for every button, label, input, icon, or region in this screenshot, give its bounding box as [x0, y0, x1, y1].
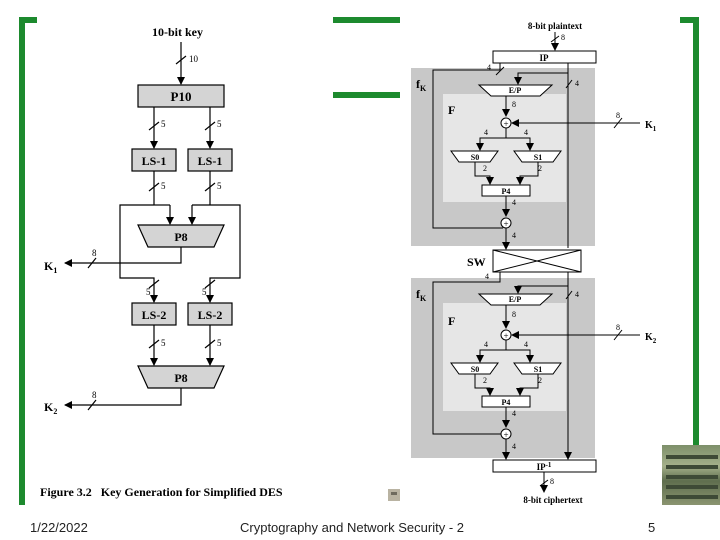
svg-text:8: 8 [512, 100, 516, 109]
svg-text:LS-2: LS-2 [198, 308, 223, 322]
svg-text:5: 5 [217, 119, 222, 129]
svg-text:8: 8 [92, 248, 97, 258]
f-label-1: F [448, 103, 455, 117]
svg-text:4: 4 [487, 63, 491, 72]
svg-text:4: 4 [484, 340, 488, 349]
svg-text:2: 2 [483, 376, 487, 385]
fk-label-1: fK [416, 77, 427, 93]
key-label: 10-bit key [152, 25, 203, 39]
p8-box-1 [137, 224, 225, 248]
svg-text:4: 4 [485, 272, 489, 281]
ep-box-2 [477, 293, 554, 306]
slide-frame [19, 17, 699, 505]
svg-text:5: 5 [161, 181, 166, 191]
s1-box-1 [513, 150, 562, 163]
svg-text:P8: P8 [174, 230, 187, 244]
plaintext-label: 8-bit plaintext [528, 21, 582, 31]
svg-text:4: 4 [575, 290, 579, 299]
svg-text:4: 4 [512, 198, 516, 207]
s1-box-2 [513, 362, 562, 375]
svg-text:P4: P4 [502, 398, 511, 407]
svg-text:4: 4 [575, 79, 579, 88]
svg-text:8: 8 [616, 111, 620, 120]
svg-text:5: 5 [202, 287, 207, 297]
k2-label: K2 [44, 400, 57, 416]
svg-text:2: 2 [538, 376, 542, 385]
svg-text:S0: S0 [471, 153, 479, 162]
svg-text:5: 5 [146, 287, 151, 297]
svg-text:2: 2 [538, 164, 542, 173]
svg-text:P4: P4 [502, 187, 511, 196]
fk-label-2: fK [416, 287, 427, 303]
sw-label: SW [467, 255, 486, 269]
building-photo-thumbnail [662, 445, 720, 505]
p10-box [137, 84, 225, 108]
f-label-2: F [448, 314, 455, 328]
svg-text:4: 4 [512, 231, 516, 240]
svg-text:E/P: E/P [509, 86, 522, 95]
svg-text:4: 4 [512, 409, 516, 418]
k1-label: K1 [44, 259, 57, 275]
svg-text:4: 4 [524, 128, 528, 137]
svg-text:8: 8 [616, 323, 620, 332]
ciphertext-label: 8-bit ciphertext [523, 495, 582, 505]
svg-text:5: 5 [161, 338, 166, 348]
svg-text:8: 8 [561, 33, 565, 42]
svg-text:LS-1: LS-1 [198, 154, 223, 168]
s0-box-2 [450, 362, 499, 375]
svg-text:+: + [503, 219, 508, 229]
svg-text:S0: S0 [471, 365, 479, 374]
p8-box-2 [137, 365, 225, 389]
svg-text:4: 4 [484, 128, 488, 137]
svg-text:E/P: E/P [509, 295, 522, 304]
k2-input-label: K2 [645, 332, 657, 345]
footer-date: 1/22/2022 [30, 520, 88, 535]
svg-text:5: 5 [217, 338, 222, 348]
svg-text:4: 4 [512, 442, 516, 451]
footer-title: Cryptography and Network Security - 2 [240, 520, 464, 535]
svg-text:LS-1: LS-1 [142, 154, 167, 168]
document-icon [388, 489, 400, 501]
svg-text:2: 2 [483, 164, 487, 173]
s0-box-1 [450, 150, 499, 163]
svg-text:8: 8 [92, 390, 97, 400]
svg-text:S1: S1 [534, 153, 542, 162]
k1-input-label-1: K1 [645, 120, 657, 133]
svg-text:8: 8 [550, 477, 554, 486]
svg-text:S1: S1 [534, 365, 542, 374]
ep-box-1 [477, 84, 554, 97]
svg-text:+: + [503, 430, 508, 440]
figure-caption: Figure 3.2 Key Generation for Simplified… [40, 485, 283, 499]
svg-text:IP: IP [540, 53, 550, 63]
svg-text:4: 4 [524, 340, 528, 349]
svg-text:LS-2: LS-2 [142, 308, 167, 322]
svg-text:IP-1: IP-1 [537, 461, 552, 472]
ip-box [492, 50, 597, 64]
footer-page-number: 5 [648, 520, 656, 535]
key-generation-diagram: 10-bit key 10 P10 5 5 LS-1 LS-1 5 5 P8 [40, 25, 283, 499]
svg-text:5: 5 [217, 181, 222, 191]
svg-text:5: 5 [161, 119, 166, 129]
p10-label: P10 [171, 89, 192, 104]
svg-text:+: + [503, 119, 508, 129]
svg-text:8: 8 [512, 310, 516, 319]
svg-text:10: 10 [189, 54, 199, 64]
sdes-encryption-diagram: 8-bit plaintext 8 IP fK F 4 4 E/P 8 + 8 … [411, 21, 657, 505]
svg-text:P8: P8 [174, 371, 187, 385]
svg-text:+: + [503, 331, 508, 341]
f-inner-panel-2 [443, 303, 566, 411]
